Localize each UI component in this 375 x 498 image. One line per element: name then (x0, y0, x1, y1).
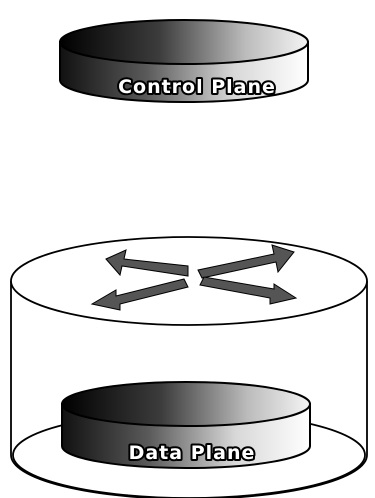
router-cylinder-top (11, 237, 367, 325)
data-plane-disk-top (62, 382, 310, 426)
control-plane-disk-top (60, 20, 308, 64)
control-plane-disk: Control Plane (60, 20, 308, 102)
control-plane-label: Control Plane (118, 76, 276, 98)
router-cylinder: Data Plane (11, 237, 367, 498)
data-plane-disk: Data Plane (62, 382, 310, 468)
data-plane-label: Data Plane (129, 442, 256, 464)
